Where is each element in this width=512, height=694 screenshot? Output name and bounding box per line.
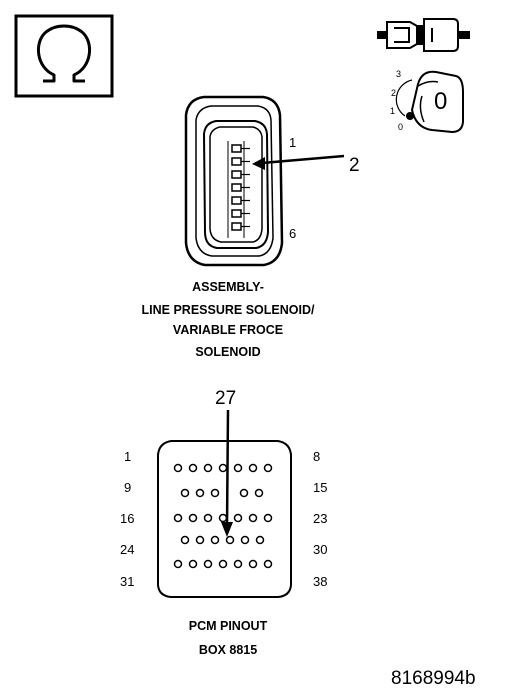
connector-pin-slots	[231, 144, 250, 231]
pcm-pin	[188, 463, 198, 473]
pcm-row-4-start: 24	[120, 542, 135, 557]
connector-caption-line-4: SOLENOID	[195, 345, 261, 359]
pcm-pin	[203, 463, 213, 473]
pin-slot	[231, 157, 242, 166]
pcm-pin	[233, 463, 243, 473]
pcm-row-5-end: 38	[313, 574, 328, 589]
pcm-pin	[195, 488, 205, 498]
pin-slot	[231, 209, 242, 218]
ignition-key-icon	[395, 70, 464, 134]
key-position-0: 0	[398, 122, 404, 132]
pcm-caption-line-2: BOX 8815	[198, 643, 258, 657]
connector-plug-icon	[377, 18, 470, 52]
connector-caption-line-2: LINE PRESSURE SOLENOID/	[141, 303, 315, 317]
pcm-row-1-end: 8	[313, 449, 321, 464]
pcm-pin	[248, 463, 258, 473]
pcm-row-4-end: 30	[313, 542, 328, 557]
key-position-3: 3	[396, 69, 402, 79]
connector-caption-line-1: ASSEMBLY-	[192, 280, 264, 294]
pcm-pin	[180, 488, 190, 498]
pcm-row-3-end: 23	[313, 511, 328, 526]
pin-slot	[231, 183, 242, 192]
pin-slot	[231, 196, 242, 205]
callout-label-27: 27	[215, 388, 237, 409]
pcm-row-5-start: 31	[120, 574, 135, 589]
pcm-pin	[240, 535, 250, 545]
pin-slot	[231, 222, 242, 231]
callout-arrow-pin-2	[252, 154, 345, 170]
pcm-row-2-end: 15	[313, 480, 328, 495]
connector-caption-line-3: VARIABLE FROCE	[172, 323, 284, 337]
pcm-pin	[180, 535, 190, 545]
pcm-pin	[210, 535, 220, 545]
pcm-pin	[203, 513, 213, 523]
connector-pin-first: 1	[289, 135, 297, 150]
pcm-pin	[263, 463, 273, 473]
pcm-pin	[233, 559, 243, 569]
pcm-pin	[255, 535, 265, 545]
pcm-pin	[225, 535, 235, 545]
pcm-row-2-start: 9	[124, 480, 132, 495]
pcm-pin	[195, 535, 205, 545]
pcm-caption-line-1: PCM PINOUT	[188, 619, 268, 633]
pcm-pin	[173, 463, 183, 473]
pcm-pin	[188, 559, 198, 569]
callout-label-2: 2	[349, 155, 360, 176]
pcm-pin	[218, 463, 228, 473]
connector-pin-last: 6	[289, 226, 297, 241]
pcm-pin	[248, 559, 258, 569]
key-label: 0	[434, 88, 448, 115]
ohm-icon	[14, 14, 114, 98]
pcm-row-1-start: 1	[124, 449, 132, 464]
pcm-pin	[173, 559, 183, 569]
pcm-pin	[248, 513, 258, 523]
pin-slot	[231, 144, 242, 153]
pcm-pin	[263, 513, 273, 523]
pcm-row-3-start: 16	[120, 511, 135, 526]
pcm-pin	[254, 488, 264, 498]
pcm-pin	[218, 513, 228, 523]
pcm-pin	[218, 559, 228, 569]
pcm-pin	[203, 559, 213, 569]
figure-id: 8168994b	[391, 668, 476, 689]
key-position-1: 1	[390, 106, 396, 116]
key-position-2: 2	[391, 88, 397, 98]
pin-slot	[231, 170, 242, 179]
pcm-pin	[188, 513, 198, 523]
pcm-pin-grid	[173, 463, 273, 569]
pcm-pin	[233, 513, 243, 523]
pcm-pinout-box	[157, 440, 292, 598]
pcm-pin	[173, 513, 183, 523]
solenoid-connector	[184, 95, 284, 267]
callout-arrow-pin-27	[221, 409, 233, 537]
pcm-pin	[263, 559, 273, 569]
pcm-pin	[210, 488, 220, 498]
pcm-pin	[239, 488, 249, 498]
